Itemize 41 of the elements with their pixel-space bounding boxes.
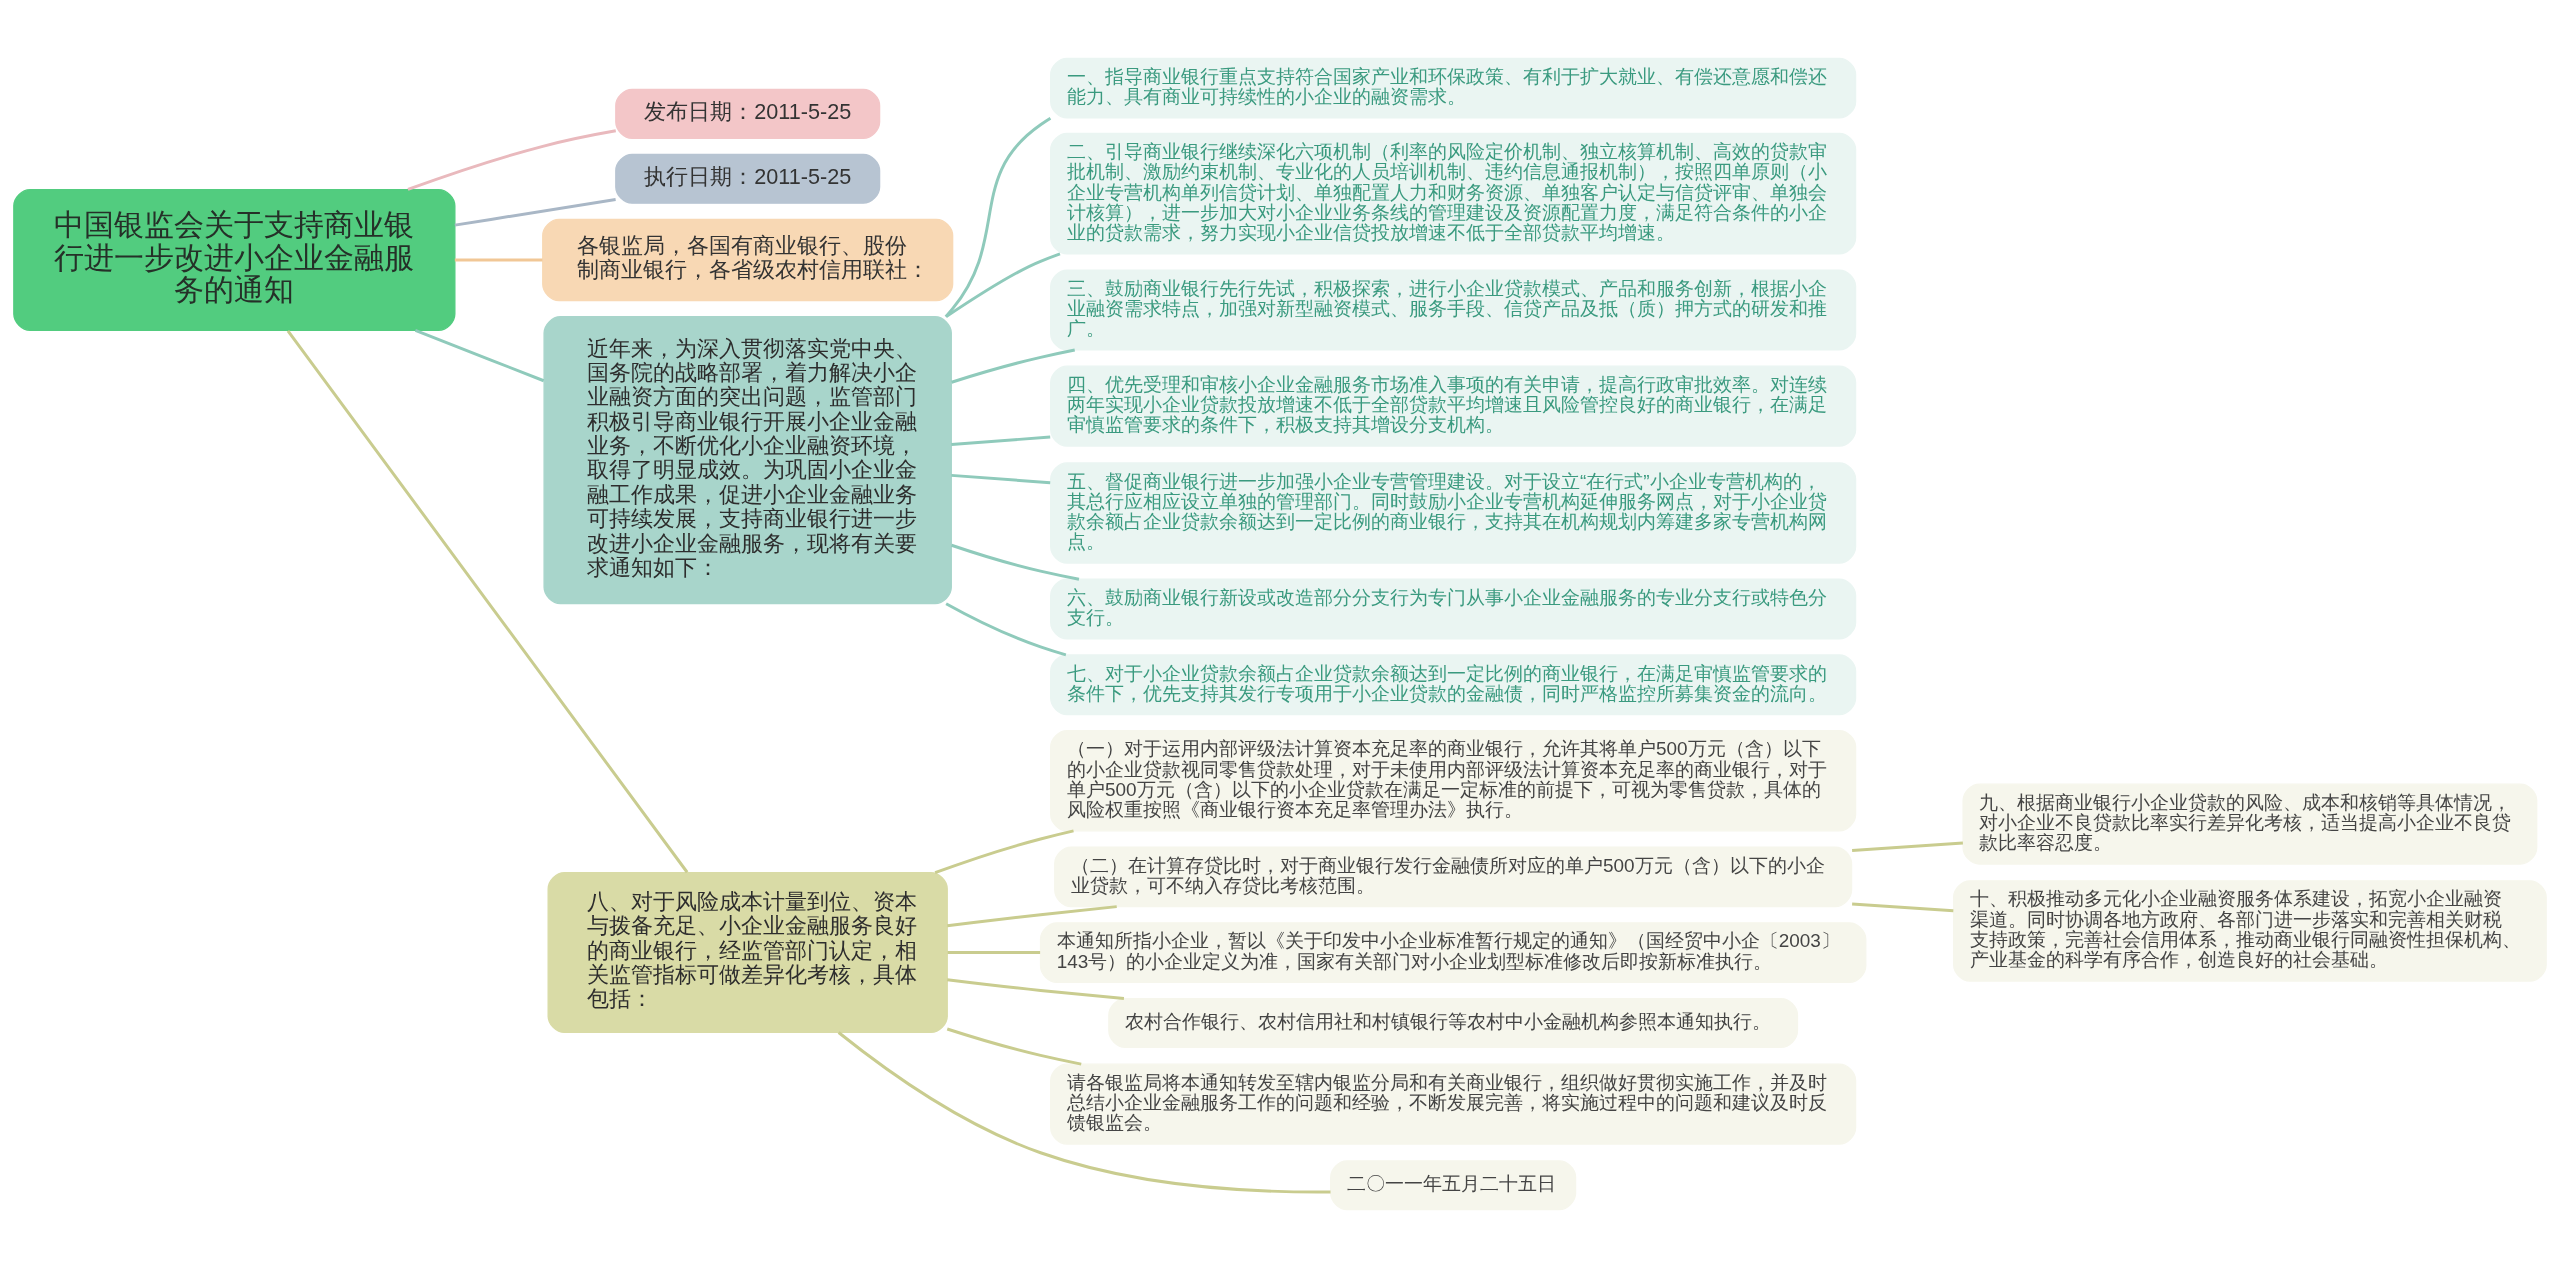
connector: [947, 977, 1125, 1000]
connector: [454, 197, 616, 227]
node-box: 发布日期：2011-5-25: [615, 88, 881, 139]
connector: [454, 258, 543, 261]
connector: [414, 328, 545, 382]
node-box: 一、指导商业银行重点支持符合国家产业和环保政策、有利于扩大就业、有偿还意愿和偿还能力、具有商业可持续性的小企业的融资需求。: [1050, 57, 1857, 119]
connector: [407, 128, 617, 191]
node-box: 请各银监局将本通知转发至辖内银监分局和有关商业银行，组织做好贯彻实施工作，并及时总结小企业金融服务工作的问题和经验，不断发展完善，将实施过程中的问题和建议及时反馈银监会。: [1050, 1063, 1857, 1145]
connector: [1852, 841, 1963, 852]
connector: [837, 1030, 1331, 1193]
node-box: 六、鼓励商业银行新设或改造部分分支行为专门从事小企业金融服务的专业分支行或特色分支行。: [1050, 578, 1857, 639]
connector: [951, 435, 1051, 446]
node-box: 四、优先受理和审核小企业金融服务市场准入事项的有关申请，提高行政审批效率。对连续两年实现小企业贷款投放增速不低于全部贷款平均增速且风险管控良好的商业银行，在满足审慎监管要求的条件下，积极支持其增设分支机构。: [1050, 365, 1857, 447]
node-box: （一）对于运用内部评级法计算资本充足率的商业银行，允许其将单户500万元（含）以下的小企业贷款视同零售贷款处理，对于未使用内部评级法计算资本充足率的商业银行，对于单户500万元（含）以下的小企业贷款在满足一定标准的前提下，可视为零售贷款，具体的风险权重按照《商业银行资本充足率管理办法》执行。: [1050, 729, 1857, 831]
node-box: 二、引导商业银行继续深化六项机制（利率的风险定价机制、独立核算机制、高效的贷款审批机制、激励约束机制、专业化的人员培训机制、违约信息通报机制），按照四单原则（小企业专营机构单列信贷计划、单独配置人力和财务资源、单独客户认定与信贷评审、单独会计核算），进一步加大对小企业业务条线的管理建设及资源配置力度，满足符合条件的小企业的贷款需求，努力实现小企业信贷投放增速不低于全部贷款平均增速。: [1050, 132, 1857, 255]
node-box: 二〇一一年五月二十五日: [1330, 1159, 1577, 1210]
node-box: 五、督促商业银行进一步加强小企业专营管理建设。对于设立“在行式”小企业专营机构的，其总行应相应设立单独的管理部门。同时鼓励小企业专营机构延伸服务网点，对于小企业贷款余额占企业贷款余额达到一定比例的商业银行，支持其在机构规划内筹建多家专营机构网点。: [1050, 461, 1857, 564]
connector: [947, 950, 1041, 954]
connector: [944, 116, 1052, 318]
connector: [951, 543, 1080, 581]
node-box: 三、鼓励商业银行先行先试，积极探索，进行小企业贷款模式、产品和服务创新，根据小企业融资需求特点，加强对新型融资模式、服务手段、信贷产品及抵（质）押方式的研发和推广。: [1050, 268, 1857, 351]
connector: [951, 473, 1051, 484]
connector: [934, 828, 1074, 874]
node-box: 执行日期：2011-5-25: [615, 153, 881, 204]
node-box: 农村合作银行、农村信用社和村镇银行等农村中小金融机构参照本通知执行。: [1108, 997, 1799, 1048]
connector: [1852, 901, 1954, 912]
node-box: 近年来，为深入贯彻落实党中央、国务院的战略部署，着力解决小企业融资方面的突出问题，监管部门积极引导商业银行开展小企业金融业务，不断优化小企业融资环境，取得了明显成效。为巩固小企业金融工作成果，促进小企业金融业务可持续发展，支持商业银行进一步改进小企业金融服务，现将有关要求通知如下：: [543, 315, 952, 604]
node-box: 各银监局，各国有商业银行、股份制商业银行，各省级农村信用联社：: [542, 218, 954, 301]
connector: [947, 904, 1117, 927]
connector: [945, 252, 1061, 318]
node-box: 本通知所指小企业，暂以《关于印发中小企业标准暂行规定的通知》（国经贸中小企〔2003〕143号）的小企业定义为准，国家有关部门对小企业划型标准修改后即按新标准执行。: [1039, 921, 1867, 983]
node-box: 中国银监会关于支持商业银行进一步改进小企业金融服务的通知: [13, 188, 456, 331]
connector: [946, 1027, 1082, 1066]
node-box: 八、对于风险成本计量到位、资本与拨备充足、小企业金融服务良好的商业银行，经监管部门认定，相关监管指标可做差异化考核，具体包括：: [547, 871, 948, 1033]
connector: [286, 329, 689, 873]
node-box: （二）在计算存贷比时，对于商业银行发行金融债所对应的单户500万元（含）以下的小企业贷款，可不纳入存贷比考核范围。: [1054, 845, 1853, 907]
node-box: 十、积极推动多元化小企业融资服务体系建设，拓宽小企业融资渠道。同时协调各地方政府、各部门进一步落实和完善相关财税支持政策，完善社会信用体系，推动商业银行同融资性担保机构、产业基金的科学有序合作，创造良好的社会基础。: [1953, 879, 2547, 982]
connector: [951, 348, 1075, 384]
node-box: 九、根据商业银行小企业贷款的风险、成本和核销等具体情况，对小企业不良贷款比率实行差异化考核，适当提高小企业不良贷款比率容忍度。: [1962, 782, 2538, 865]
connector: [945, 601, 1067, 656]
node-box: 七、对于小企业贷款余额占企业贷款余额达到一定比例的商业银行，在满足审慎监管要求的条件下，优先支持其发行专项用于小企业贷款的金融债，同时严格监控所募集资金的流向。: [1050, 653, 1857, 715]
